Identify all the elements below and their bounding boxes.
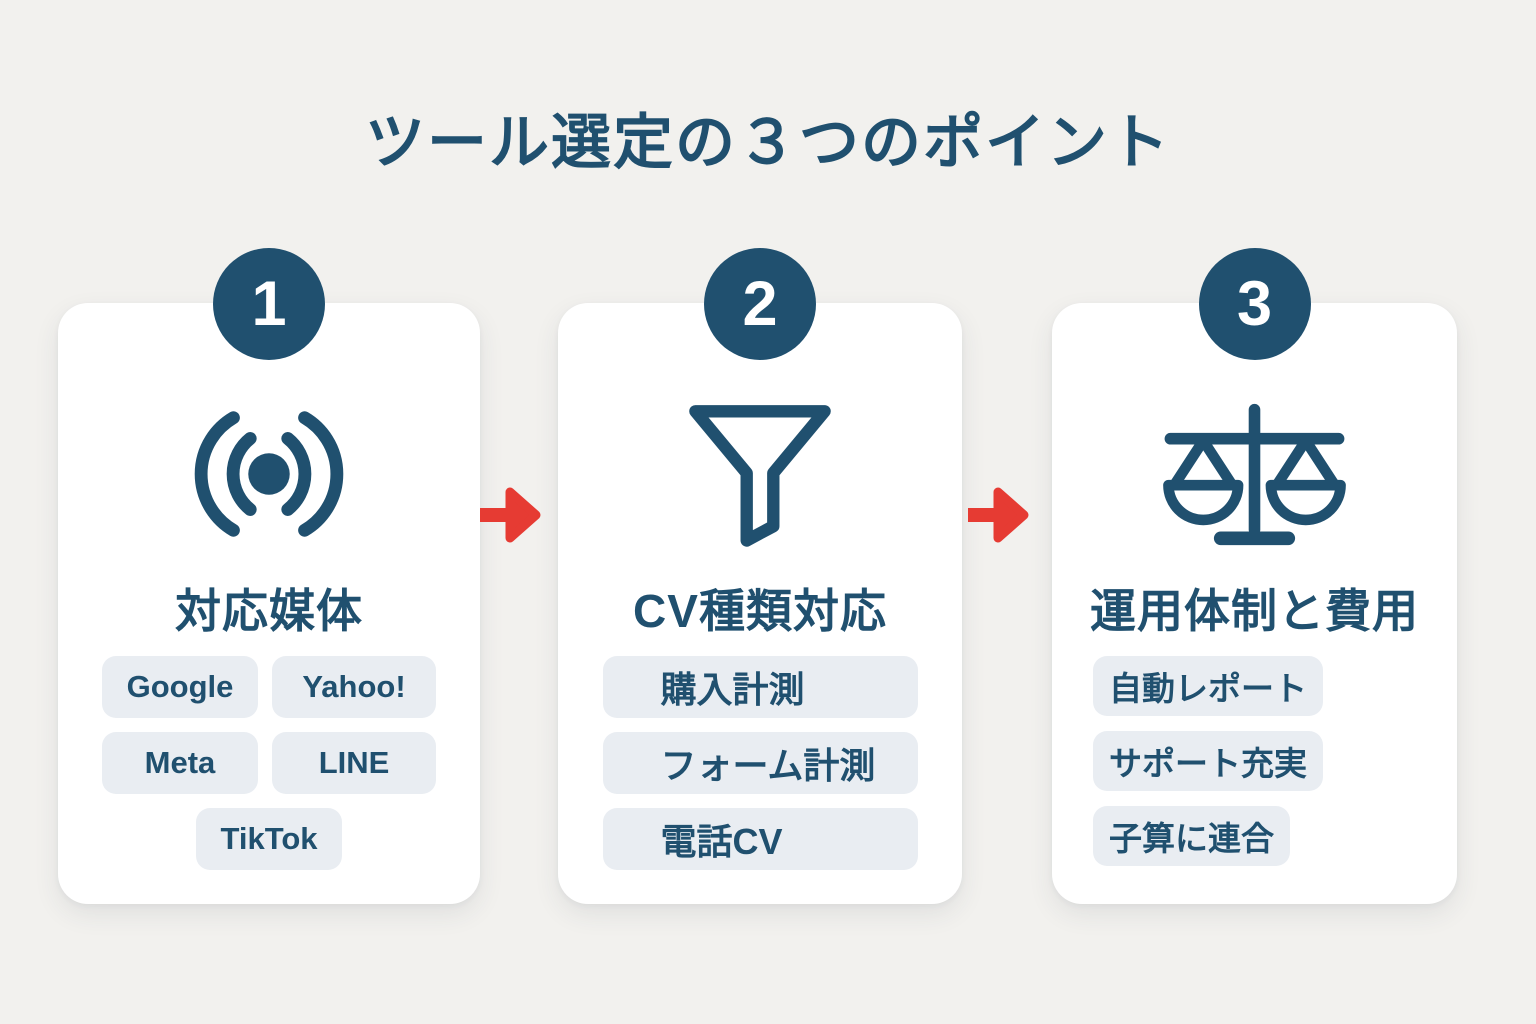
chip-purchase-tracking: 購入計測	[602, 656, 918, 718]
ops-chip-list: 自動レポート サポート充実 子算に連合	[1052, 656, 1457, 866]
cv-chip-list: 購入計測 フォーム計測 電話CV	[558, 656, 962, 870]
chip-tiktok: TikTok	[196, 808, 342, 870]
card-supported-media: 1 対応媒体 Google Yahoo! Meta LINE TikTok	[58, 248, 480, 904]
chip-row: Google Yahoo!	[102, 656, 436, 718]
card-cv-types: 2 CV種類対応 購入計測 フォーム計測 電話CV	[558, 248, 962, 904]
chip-yahoo: Yahoo!	[272, 656, 436, 718]
chip-budget-fit: 子算に連合	[1093, 806, 1290, 866]
chip-row: Meta LINE	[102, 732, 436, 794]
chip-meta: Meta	[102, 732, 258, 794]
chip-auto-report: 自動レポート	[1093, 656, 1323, 716]
broadcast-icon	[58, 398, 480, 550]
card-heading: 運用体制と費用	[1090, 585, 1419, 637]
funnel-icon	[558, 398, 962, 550]
step-number-badge-3: 3	[1198, 248, 1311, 360]
chip-row: TikTok	[196, 808, 342, 870]
chip-phone-cv: 電話CV	[602, 808, 918, 870]
step-number-badge-1: 1	[213, 248, 325, 360]
card-heading: CV種類対応	[633, 585, 887, 637]
chip-google: Google	[102, 656, 258, 718]
media-chip-list: Google Yahoo! Meta LINE TikTok	[58, 656, 480, 870]
chip-support: サポート充実	[1093, 731, 1323, 791]
step-number: 2	[742, 269, 778, 339]
arrow-right-icon	[966, 483, 1030, 547]
step-number: 3	[1236, 269, 1273, 339]
step-number: 1	[251, 269, 287, 339]
chip-line: LINE	[272, 732, 436, 794]
card-operations-cost: 3 運用体制と費用 自動レポート サポート充実 子算に連合	[1052, 248, 1457, 904]
chip-form-tracking: フォーム計測	[602, 732, 918, 794]
step-number-badge-2: 2	[704, 248, 816, 360]
page-title: ツール選定の３つのポイント	[365, 109, 1171, 176]
balance-scale-icon	[1052, 398, 1457, 550]
card-heading: 対応媒体	[175, 585, 363, 637]
arrow-right-icon	[478, 483, 542, 547]
